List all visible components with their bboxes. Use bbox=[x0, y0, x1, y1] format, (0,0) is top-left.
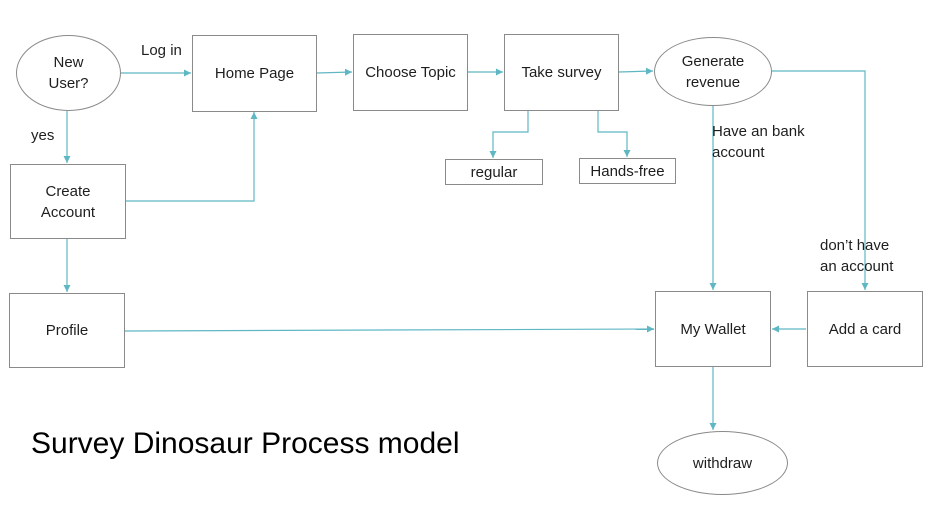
edge-revenue-addcard bbox=[772, 70, 869, 290]
node-my-wallet: My Wallet bbox=[655, 291, 771, 367]
edge-label-log-in: Log in bbox=[141, 42, 182, 59]
node-regular-label: regular bbox=[470, 163, 518, 181]
edge-survey-handsfree bbox=[597, 111, 631, 157]
node-choose-topic-label: Choose Topic bbox=[365, 64, 456, 81]
node-take-survey-label: Take survey bbox=[521, 64, 602, 81]
node-create-account: Create Account bbox=[10, 164, 126, 239]
edge-survey-revenue bbox=[618, 67, 654, 75]
edge-create-home bbox=[126, 112, 258, 202]
node-hands-free-label: Hands-free bbox=[590, 162, 665, 180]
node-take-survey: Take survey bbox=[504, 34, 619, 111]
node-generate-revenue: Generate revenue bbox=[654, 37, 772, 106]
node-generate-revenue-label: Generate revenue bbox=[681, 52, 745, 91]
node-hands-free: Hands-free bbox=[579, 158, 676, 184]
node-profile-label: Profile bbox=[45, 322, 89, 339]
node-add-card-label: Add a card bbox=[828, 320, 902, 338]
edge-label-yes: yes bbox=[31, 127, 55, 144]
node-withdraw-label: withdraw bbox=[692, 454, 753, 472]
edge-label-dont-have: don’t have an account bbox=[820, 237, 894, 275]
edge-profile-wallet bbox=[124, 325, 655, 333]
edge-survey-regular bbox=[489, 111, 529, 158]
diagram-title: Survey Dinosaur Process model bbox=[31, 427, 460, 460]
node-profile: Profile bbox=[9, 293, 125, 368]
node-new-user: New User? bbox=[16, 35, 121, 111]
node-my-wallet-label: My Wallet bbox=[680, 320, 746, 338]
node-home-page-label: Home Page bbox=[214, 65, 295, 82]
node-home-page: Home Page bbox=[192, 35, 317, 112]
node-regular: regular bbox=[445, 159, 543, 185]
node-add-card: Add a card bbox=[807, 291, 923, 367]
edge-label-have-bank: Have an bank account bbox=[712, 123, 805, 161]
node-new-user-label: New User? bbox=[48, 54, 89, 92]
node-create-account-label: Create Account bbox=[40, 182, 96, 221]
edge-home-topic bbox=[316, 68, 353, 76]
node-withdraw: withdraw bbox=[657, 431, 788, 495]
node-choose-topic: Choose Topic bbox=[353, 34, 468, 111]
